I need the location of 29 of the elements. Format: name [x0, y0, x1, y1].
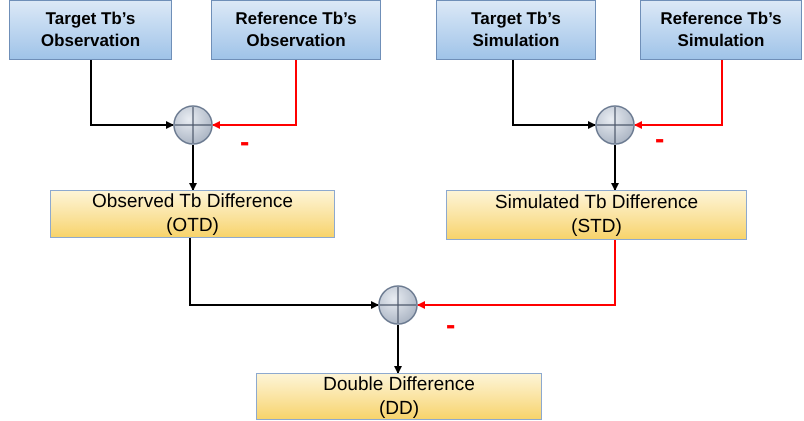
minus-sign: - [240, 128, 250, 156]
process-box [50, 190, 335, 238]
process-box [446, 190, 747, 240]
process-box [9, 0, 172, 60]
box-label: Target Tb’s Observation [40, 8, 142, 52]
arrow [512, 60, 596, 129]
arrow [189, 238, 379, 309]
process-box [436, 0, 596, 60]
process-box [211, 0, 381, 60]
process-box [256, 373, 542, 420]
process-box [640, 0, 802, 60]
box-label: Double Difference (DD) [322, 372, 476, 420]
summing-junction-icon [595, 105, 635, 145]
minus-sign: - [446, 311, 456, 339]
minus-sign: - [655, 125, 664, 153]
arrow [90, 60, 174, 129]
arrow [189, 145, 197, 191]
box-label: Observed Tb Difference (OTD) [90, 190, 294, 238]
box-label: Target Tb’s Simulation [470, 8, 562, 52]
arrow [394, 325, 402, 374]
summing-junction-icon [378, 285, 418, 325]
box-label: Simulated Tb Difference (STD) [494, 191, 700, 239]
box-label: Reference Tb’s Observation [234, 8, 358, 52]
summing-junction-icon [173, 105, 213, 145]
arrow [634, 60, 723, 129]
arrow [212, 60, 297, 129]
arrow [417, 240, 616, 309]
box-label: Reference Tb’s Simulation [659, 8, 783, 52]
arrow [611, 145, 619, 191]
